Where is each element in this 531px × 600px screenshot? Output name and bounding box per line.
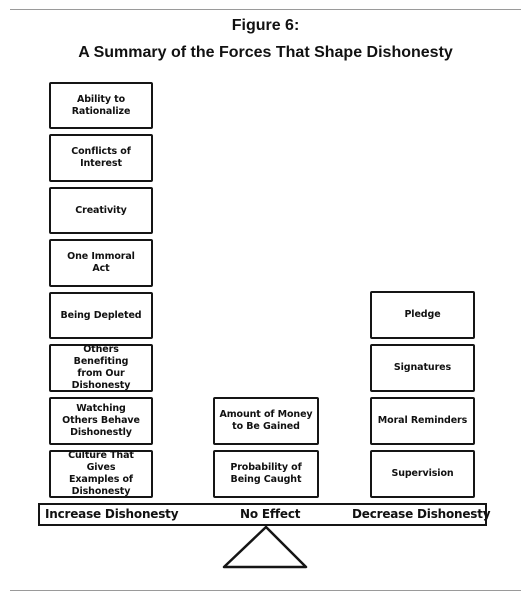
- increase-factor-box: Culture That Gives Examples of Dishonest…: [49, 450, 153, 498]
- increase-factor-box: Creativity: [49, 187, 153, 234]
- balance-beam: [38, 503, 487, 526]
- decrease-factor-box: Pledge: [370, 291, 475, 339]
- increase-factor-box: Others Benefiting from Our Dishonesty: [49, 344, 153, 392]
- increase-factor-box: Ability to Rationalize: [49, 82, 153, 129]
- decrease-dishonesty-label: Decrease Dishonesty: [352, 507, 491, 521]
- decrease-factor-box: Signatures: [370, 344, 475, 392]
- increase-factor-box: One Immoral Act: [49, 239, 153, 287]
- increase-factor-box: Being Depleted: [49, 292, 153, 339]
- figure-title: A Summary of the Forces That Shape Disho…: [78, 44, 453, 61]
- decrease-factor-box: Supervision: [370, 450, 475, 498]
- no-effect-label: No Effect: [240, 507, 301, 521]
- decrease-factor-box: Moral Reminders: [370, 397, 475, 445]
- increase-dishonesty-label: Increase Dishonesty: [45, 507, 179, 521]
- fulcrum-triangle: [222, 525, 308, 569]
- top-rule: [10, 9, 521, 10]
- figure-label: Figure 6:: [231, 17, 300, 34]
- no-effect-factor-box: Amount of Money to Be Gained: [213, 397, 319, 445]
- bottom-rule: [10, 590, 521, 591]
- increase-factor-box: Watching Others Behave Dishonestly: [49, 397, 153, 445]
- increase-factor-box: Conflicts of Interest: [49, 134, 153, 182]
- no-effect-factor-box: Probability of Being Caught: [213, 450, 319, 498]
